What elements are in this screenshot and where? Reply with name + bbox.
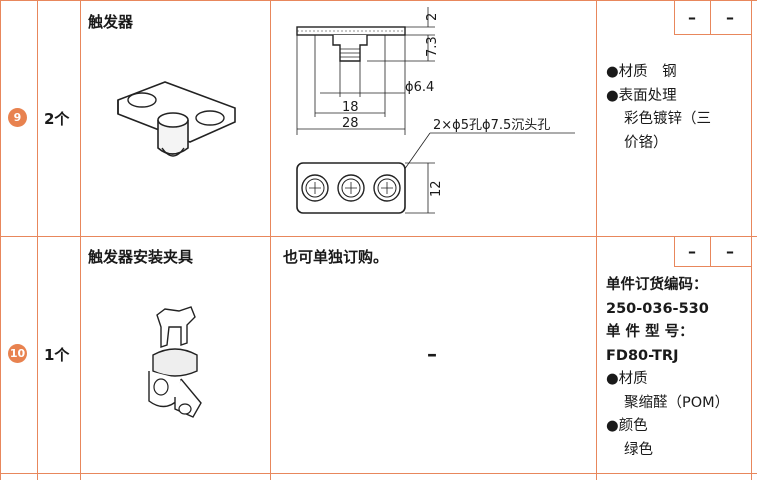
dim-hole-pitch: 18: [342, 100, 359, 115]
dash-cell: –: [726, 8, 734, 27]
spec-list: 单件订货编码： 250-036-530 单 件 型 号： FD80-TRJ ●材…: [606, 274, 729, 462]
spec-line: 彩色镀锌（三: [624, 111, 711, 127]
spec-line: ●表面处理: [606, 87, 677, 104]
no-drawing-dash: –: [427, 342, 437, 366]
mounting-bracket-image: [148, 306, 202, 418]
model-value: FD80-TRJ: [606, 347, 679, 364]
dim-height: 7.3: [425, 36, 440, 57]
row-number-badge: 10: [8, 344, 27, 363]
order-note: 也可单独订购。: [283, 248, 389, 266]
spec-line: 聚缩醛（POM）: [624, 394, 730, 411]
row-number-badge: 9: [8, 108, 27, 127]
model-label: 单 件 型 号：: [606, 324, 694, 340]
part-name: 触发器安装夹具: [88, 248, 194, 266]
hole-note: 2×ϕ5孔ϕ7.5沉头孔: [433, 118, 550, 133]
spec-line: ●材质 钢: [606, 64, 677, 80]
dash-cell: –: [688, 242, 696, 261]
quantity-label: 2个: [44, 110, 70, 128]
quantity-label: 1个: [44, 346, 70, 364]
dim-length: 28: [342, 116, 359, 131]
dash-cell: –: [688, 8, 696, 27]
spec-line: 价铬）: [624, 134, 668, 151]
part-name: 触发器: [88, 13, 134, 31]
dim-diameter: ϕ6.4: [405, 80, 434, 95]
spec-line: ●颜色: [606, 418, 648, 434]
spec-line: 绿色: [624, 441, 653, 458]
spec-line: ●材质: [606, 371, 648, 387]
trigger-isometric-image: [117, 81, 236, 157]
dash-cell: –: [726, 242, 734, 261]
trigger-dimension-drawing: 2 7.3 ϕ6.4 18 28 2×ϕ5孔ϕ7.5沉头孔 12: [296, 7, 575, 214]
dim-width: 12: [429, 180, 444, 197]
spec-list: ●材质 钢 ●表面处理 彩色镀锌（三 价铬）: [606, 61, 711, 155]
order-code-value: 250-036-530: [606, 300, 709, 317]
dim-thickness: 2: [425, 13, 440, 21]
order-code-label: 单件订货编码：: [606, 277, 708, 293]
